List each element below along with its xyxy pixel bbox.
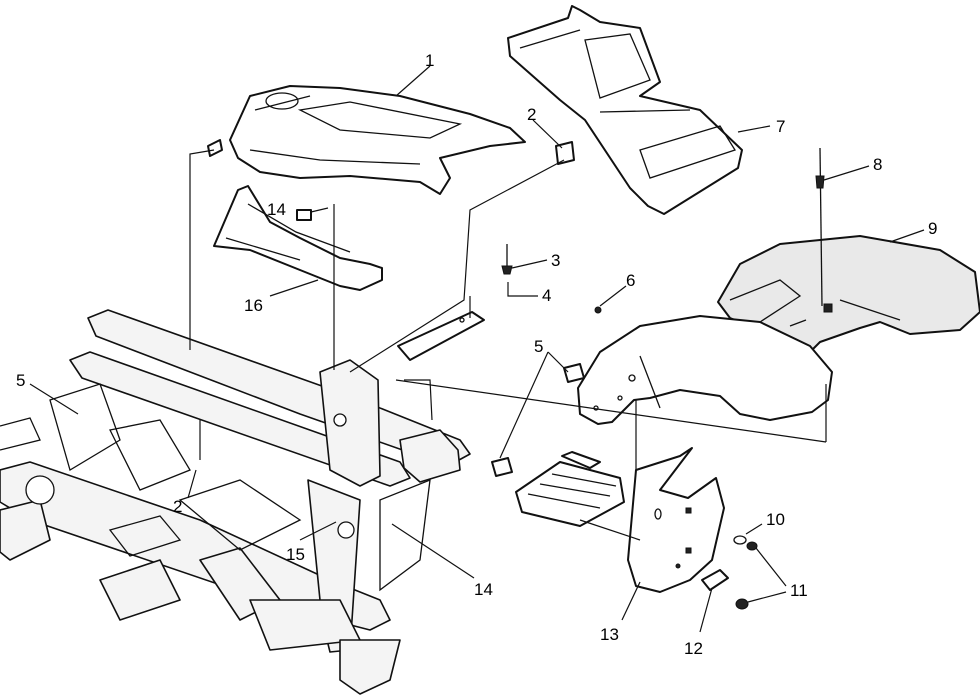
callout-2-top: 2 xyxy=(527,105,536,124)
callout-5-left: 5 xyxy=(16,371,25,390)
front-cowl-part-1 xyxy=(229,85,526,195)
screw-part-14-top xyxy=(296,207,329,221)
callout-2-bottom: 2 xyxy=(173,497,182,516)
callout-10: 10 xyxy=(766,510,785,529)
mud-flap-part-13 xyxy=(627,447,725,593)
rear-fender-part-9 xyxy=(717,235,980,363)
callout-9: 9 xyxy=(928,219,937,238)
bolt-part-3 xyxy=(501,244,513,275)
pin-part-8 xyxy=(815,147,825,307)
screw-part-6 xyxy=(594,306,602,314)
headlight-pod-part-7 xyxy=(507,5,743,215)
callout-16: 16 xyxy=(244,296,263,315)
nut-part-11-lower xyxy=(735,598,749,610)
callout-15: 15 xyxy=(286,545,305,564)
bolt-part-5-lower xyxy=(491,457,513,477)
callout-8: 8 xyxy=(873,155,882,174)
callout-3: 3 xyxy=(551,251,560,270)
callout-4: 4 xyxy=(542,286,551,305)
callout-6: 6 xyxy=(626,271,635,290)
leader-lines xyxy=(29,65,925,633)
callout-11: 11 xyxy=(790,581,808,600)
nut-part-11-upper xyxy=(746,541,758,551)
bracket-part-4 xyxy=(397,311,485,361)
callout-labels: 1 2 7 8 9 14 3 4 6 16 5 5 2 10 15 14 11 … xyxy=(16,51,937,658)
washer-part-10 xyxy=(733,535,747,545)
callout-5-mid: 5 xyxy=(534,337,543,356)
atv-frame xyxy=(0,309,471,695)
side-fender-part-6 xyxy=(577,315,833,425)
callout-14-bottom: 14 xyxy=(474,580,493,599)
callout-7: 7 xyxy=(776,117,785,136)
bolt-part-5-upper xyxy=(563,363,585,383)
plate-part-12 xyxy=(701,569,729,591)
footrest-step xyxy=(515,451,625,527)
front-lower-panel-part-16 xyxy=(213,185,383,291)
callout-1: 1 xyxy=(425,51,434,70)
clip-part-2-top xyxy=(555,141,575,165)
callout-12: 12 xyxy=(684,639,703,658)
callout-14-top: 14 xyxy=(267,200,286,219)
callout-13: 13 xyxy=(600,625,619,644)
clip-top-left xyxy=(207,139,223,157)
